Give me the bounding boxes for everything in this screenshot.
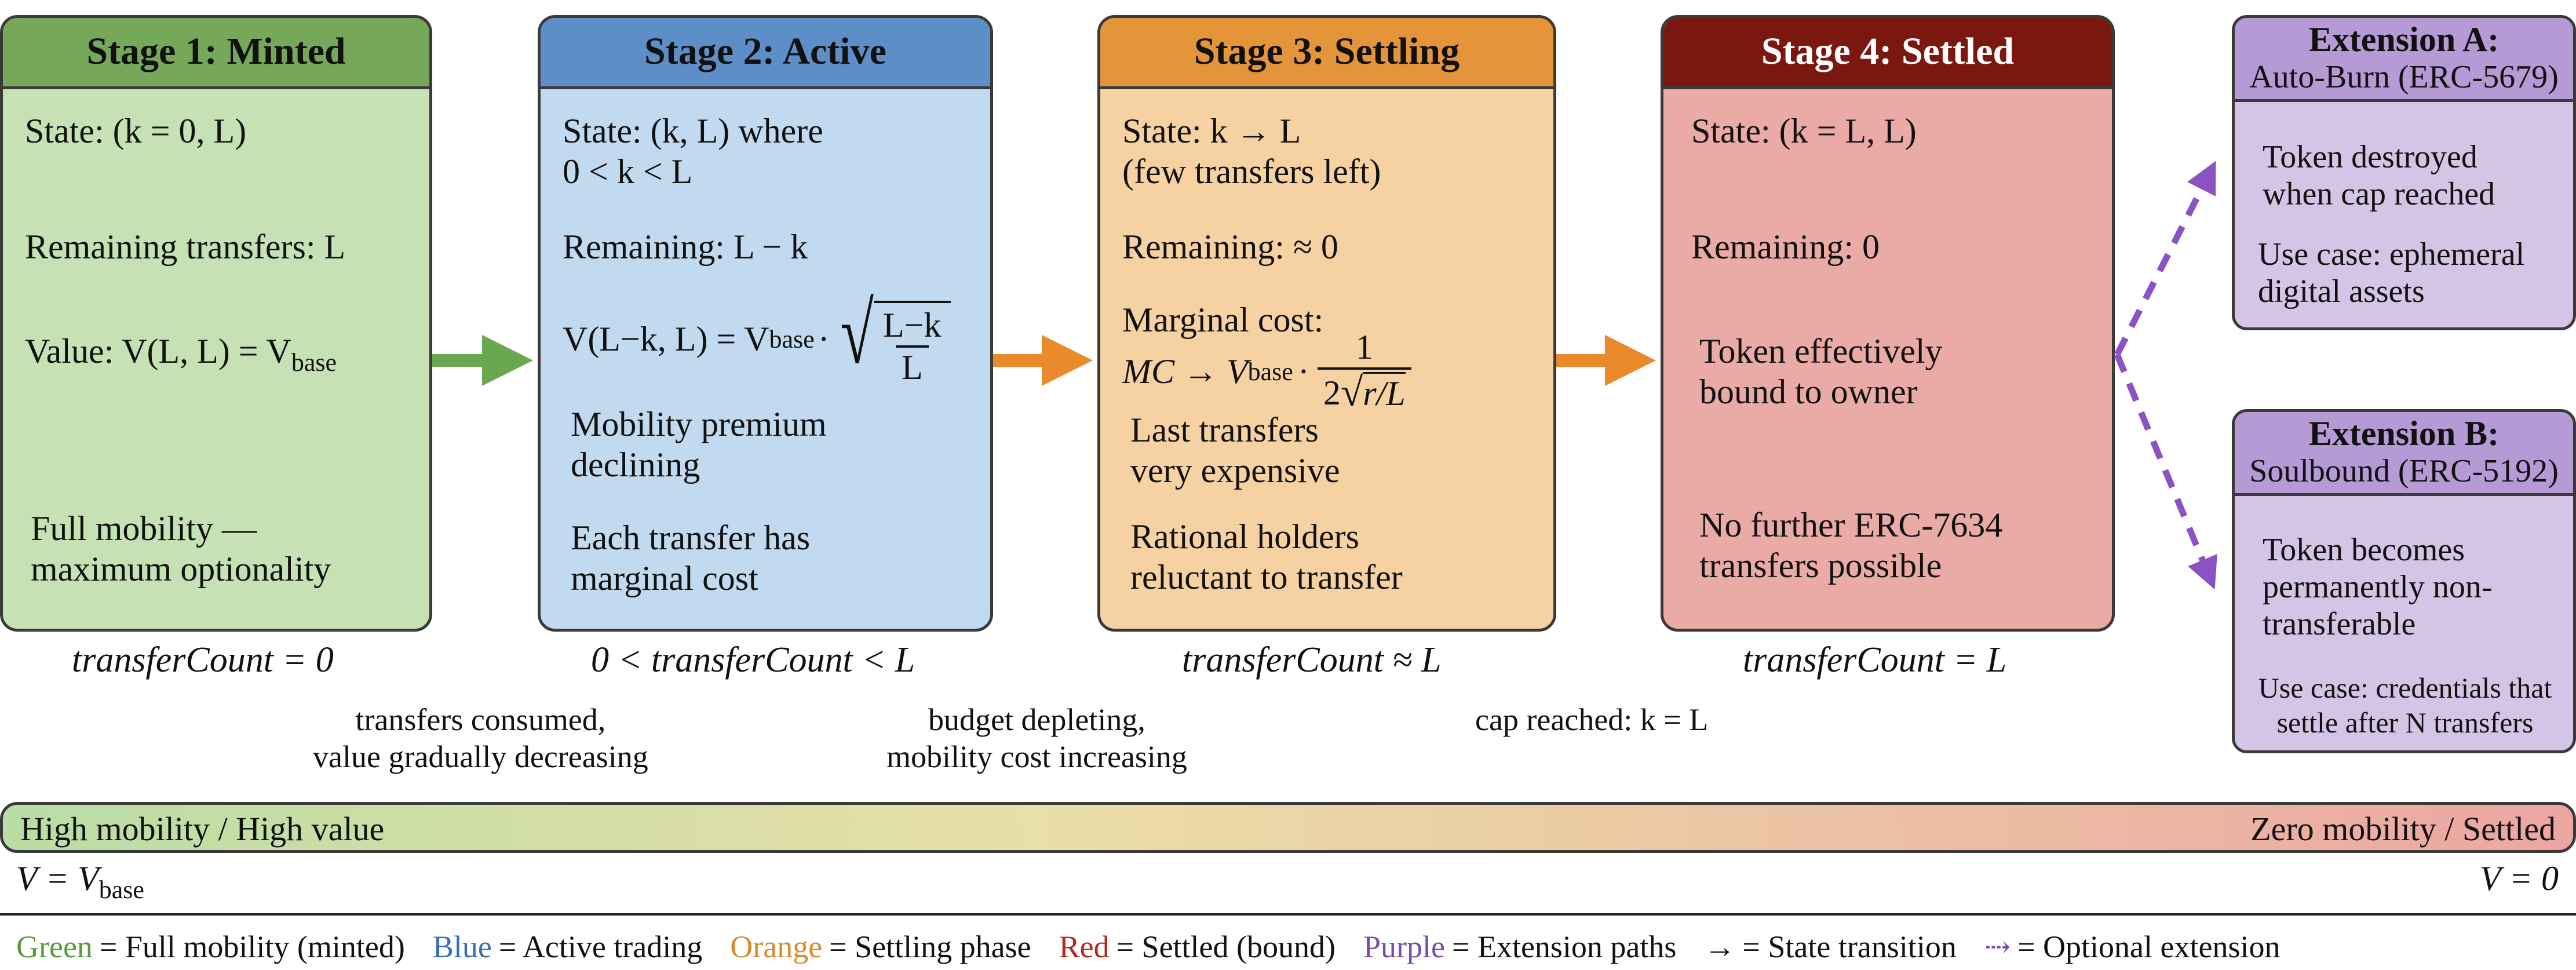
stage-2-box: Stage 2: Active State: (k, L) where 0 < … <box>538 15 993 632</box>
gradient-right-label: Zero mobility / Settled <box>2250 810 2556 848</box>
arrow-to-extension-a <box>2114 161 2216 356</box>
extension-a-subtitle: Auto-Burn (ERC-5679) <box>2249 59 2559 95</box>
stage-4-note-bound: Token effectively bound to owner <box>1699 332 1943 411</box>
value-right-label: V = 0 <box>2479 859 2559 898</box>
stage-2-note-cost: Each transfer has marginal cost <box>571 519 811 597</box>
legend: Green= Full mobility (minted) Blue= Acti… <box>16 928 2308 965</box>
legend-item-orange: Orange= Settling phase <box>730 929 1031 964</box>
arrow-right-icon: → <box>1704 929 1736 964</box>
stage-2-title: Stage 2: Active <box>541 18 990 89</box>
legend-item-green: Green= Full mobility (minted) <box>16 929 405 964</box>
stage-3-counter: transferCount ≈ L <box>1182 640 1442 680</box>
legend-item-blue: Blue= Active trading <box>432 929 703 964</box>
legend-item-purple: Purple= Extension paths <box>1363 929 1677 964</box>
stage-1-remaining: Remaining transfers: L <box>25 228 346 266</box>
stage-2-state: State: (k, L) where 0 < k < L <box>563 112 823 191</box>
stage-3-state: State: k → L (few transfers left) <box>1122 112 1381 191</box>
legend-item-red: Red= Settled (bound) <box>1059 929 1336 964</box>
stage-1-box: Stage 1: Minted State: (k = 0, L) Remain… <box>0 15 432 632</box>
stage-2-note-premium: Mobility premium declining <box>571 405 827 484</box>
legend-item-state-transition: →= State transition <box>1704 929 1957 964</box>
stage-4-counter: transferCount = L <box>1743 640 2007 680</box>
extension-b-usecase: Use case: credentials that settle after … <box>2258 672 2552 739</box>
legend-divider <box>0 913 2576 916</box>
extension-b-header: Extension B: Soulbound (ERC-5192) <box>2235 412 2573 496</box>
transition-note-3: cap reached: k = L <box>1475 702 1709 737</box>
stage-3-mc-label: Marginal cost: <box>1122 301 1324 339</box>
stage-3-note-reluctant: Rational holders reluctant to transfer <box>1130 517 1403 596</box>
value-left-label: V = Vbase <box>16 859 144 904</box>
stage-4-state: State: (k = L, L) <box>1691 112 1917 150</box>
arrow-to-extension-b <box>2114 353 2217 590</box>
extension-b-subtitle: Soulbound (ERC-5192) <box>2249 453 2559 489</box>
stage-1-title: Stage 1: Minted <box>3 18 429 89</box>
stage-3-note-expensive: Last transfers very expensive <box>1130 411 1340 490</box>
stage-1-value: Value: V(L, L) = Vbase <box>25 332 337 377</box>
extension-a-body: Token destroyed when cap reached <box>2263 139 2495 212</box>
extension-b-body: Token becomes permanently non- transfera… <box>2263 532 2493 642</box>
stage-1-note: Full mobility — maximum optionality <box>31 509 331 588</box>
extension-a-title: Extension A: <box>2308 20 2500 59</box>
stage-4-title: Stage 4: Settled <box>1663 18 2112 89</box>
legend-item-optional-extension: ⇢= Optional extension <box>1984 929 2281 965</box>
extension-a-box: Extension A: Auto-Burn (ERC-5679) Token … <box>2232 15 2576 330</box>
stage-1-state: State: (k = 0, L) <box>25 112 247 150</box>
stage-4-note-no-transfers: No further ERC-7634 transfers possible <box>1699 506 2003 585</box>
gradient-left-label: High mobility / High value <box>20 810 385 848</box>
stage-2-counter: 0 < transferCount < L <box>591 640 915 680</box>
extension-a-usecase: Use case: ephemeral digital assets <box>2258 236 2525 309</box>
extension-b-box: Extension B: Soulbound (ERC-5192) Token … <box>2232 409 2576 753</box>
stage-2-remaining: Remaining: L − k <box>563 228 808 266</box>
stage-4-remaining: Remaining: 0 <box>1691 228 1880 266</box>
stage-3-box: Stage 3: Settling State: k → L (few tran… <box>1097 15 1556 632</box>
stage-1-counter: transferCount = 0 <box>72 640 334 680</box>
stage-4-box: Stage 4: Settled State: (k = L, L) Remai… <box>1661 15 2115 632</box>
transition-note-2: budget depleting, mobility cost increasi… <box>886 702 1187 774</box>
extension-b-title: Extension B: <box>2308 414 2500 453</box>
mobility-gradient-bar: High mobility / High value Zero mobility… <box>0 802 2576 853</box>
transition-note-1: transfers consumed, value gradually decr… <box>313 702 648 774</box>
dashed-arrow-icon: ⇢ <box>1984 929 2011 964</box>
extension-a-header: Extension A: Auto-Burn (ERC-5679) <box>2235 18 2573 102</box>
stage-3-title: Stage 3: Settling <box>1100 18 1553 89</box>
stage-3-remaining: Remaining: ≈ 0 <box>1122 228 1338 266</box>
